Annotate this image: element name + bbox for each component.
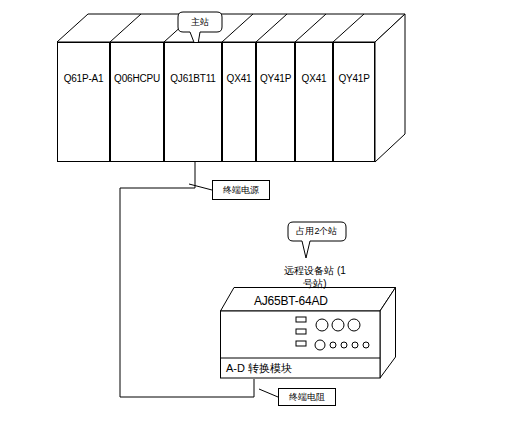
plc-module: QY41P — [333, 42, 375, 162]
callout-shape — [288, 222, 346, 258]
callout-text: 占用2个站 — [296, 225, 337, 238]
module-model: AJ65BT-64AD — [254, 294, 328, 308]
module-name: QX41 — [223, 73, 255, 84]
module-detail — [348, 319, 360, 331]
callout-text: 终端电源 — [223, 184, 259, 197]
module-detail — [380, 288, 396, 379]
module-detail — [221, 288, 396, 312]
module-detail — [296, 329, 306, 334]
module-name: QJ61BT11 — [165, 73, 221, 84]
module-detail — [315, 340, 325, 350]
module-name: QY41P — [257, 73, 294, 84]
module-detail — [221, 358, 381, 359]
callout-box: 占用2个站 — [288, 222, 346, 241]
module-detail — [332, 319, 344, 331]
plc-module: QJ61BT11 — [164, 42, 222, 162]
module-name: Q06HCPU — [111, 73, 163, 84]
plc-module: QY41P — [256, 42, 295, 162]
callout-text: 终端电阻 — [289, 391, 325, 404]
module-detail — [221, 311, 381, 378]
module-detail — [330, 342, 336, 348]
plc-module: QX41 — [222, 42, 256, 162]
module-detail — [352, 342, 358, 348]
remote-module: AJ65BT-64AD A-D 转换模块 — [220, 287, 396, 379]
module-name: QX41 — [296, 73, 332, 84]
module-detail — [296, 317, 306, 322]
plc-module: QX41 — [295, 42, 333, 162]
callout-shape — [213, 181, 270, 200]
module-detail — [363, 342, 369, 348]
plc-module: Q06HCPU — [110, 42, 164, 162]
module-name: Q61P-A1 — [58, 73, 109, 84]
module-name: QY41P — [334, 73, 374, 84]
module-detail — [316, 319, 328, 331]
callout-box: 主站 — [178, 12, 222, 32]
module-detail — [296, 341, 306, 346]
module-detail — [341, 342, 347, 348]
plc-module: Q61P-A1 — [57, 42, 110, 162]
callout-shape — [279, 389, 336, 406]
callout-box: 终端电阻 — [278, 388, 336, 406]
callout-text: 主站 — [191, 16, 209, 29]
callout-box: 终端电源 — [212, 180, 270, 200]
station-label: 远程设备站 (1号站) — [282, 264, 348, 290]
module-caption: A-D 转换模块 — [226, 361, 292, 376]
